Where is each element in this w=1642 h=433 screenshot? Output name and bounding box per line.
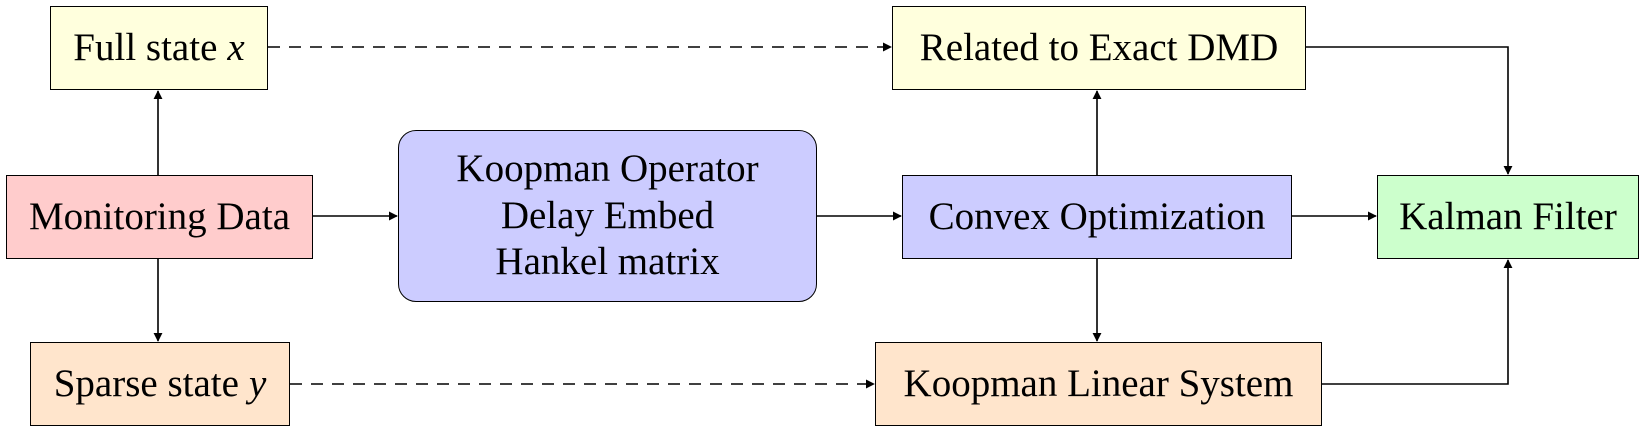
convex-optimization-label: Convex Optimization (928, 194, 1266, 238)
monitoring-data-label: Monitoring Data (28, 194, 291, 238)
koopman-linear-system-label: Koopman Linear System (903, 361, 1294, 405)
hankel-matrix-line: Hankel matrix (495, 240, 720, 284)
edge-exact-dmd-to-kalman (1306, 46, 1513, 175)
full-state-variable: x (227, 25, 245, 69)
koopman-operator-line: Koopman Operator (456, 146, 759, 190)
kalman-filter-label: Kalman Filter (1399, 194, 1617, 238)
full-state-label: Full state (73, 25, 218, 69)
monitoring-data-node: Monitoring Data (6, 175, 313, 259)
kalman-filter-node: Kalman Filter (1377, 175, 1639, 259)
sparse-state-variable: y (248, 361, 267, 405)
exact-dmd-label: Related to Exact DMD (919, 25, 1279, 69)
sparse-state-label: Sparse state (53, 361, 239, 405)
exact-dmd-node: Related to Exact DMD (892, 6, 1306, 90)
edge-koopman-linear-to-kalman (1322, 259, 1513, 385)
koopman-linear-system-node: Koopman Linear System (875, 342, 1322, 426)
delay-embed-line: Delay Embed (500, 193, 715, 237)
convex-optimization-node: Convex Optimization (902, 175, 1292, 259)
koopman-operator-node: Koopman Operator Delay Embed Hankel matr… (398, 130, 817, 302)
